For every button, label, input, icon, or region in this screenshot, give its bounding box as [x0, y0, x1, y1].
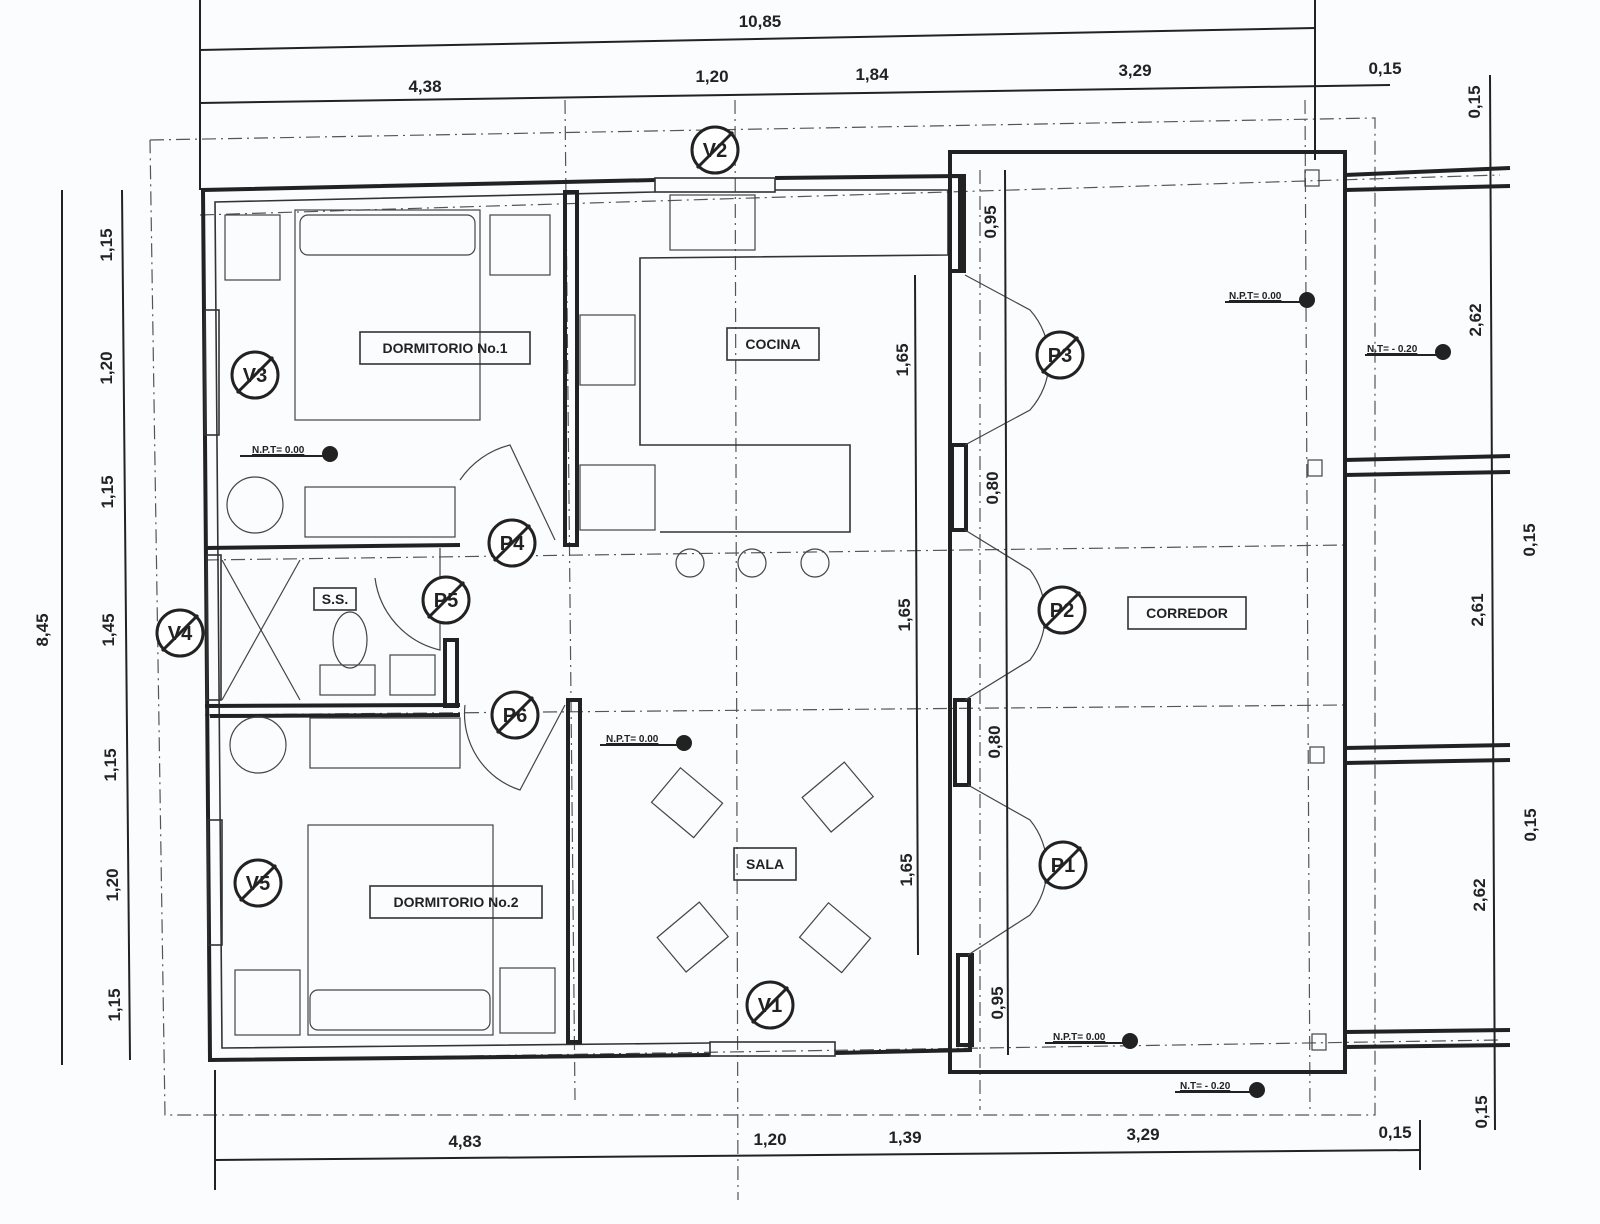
svg-text:N.T= - 0.20: N.T= - 0.20 — [1367, 344, 1418, 355]
axis-lines — [149, 99, 1501, 1201]
dim-inner-right: 0,95 — [981, 205, 1000, 238]
dim-top: 3,29 — [1118, 61, 1151, 80]
dim-far-right: 0,15 — [1520, 523, 1539, 556]
dim-bottom: 1,39 — [888, 1128, 921, 1147]
dim-inner-right: 1,65 — [895, 598, 914, 631]
window-tag: V4 — [155, 608, 205, 658]
dimension-lines — [61, 0, 1496, 1190]
dim-far-right: 2,62 — [1470, 878, 1489, 911]
level-marker: N.T= - 0.20 — [1175, 1081, 1265, 1098]
door-swings — [374, 274, 1050, 956]
window-tag: V2 — [690, 125, 740, 175]
dim-left-total: 8,45 — [33, 613, 52, 646]
tag-label: P2 — [1050, 600, 1074, 622]
dim-left: 1,20 — [103, 868, 122, 901]
dim-left: 1,45 — [99, 613, 118, 646]
door-tag: P3 — [1035, 330, 1085, 380]
dim-inner-right: 0,80 — [985, 725, 1004, 758]
dim-left: 1,15 — [97, 228, 116, 261]
door-tag: P1 — [1038, 840, 1088, 890]
bed-2 — [307, 824, 494, 1036]
dim-top: 1,20 — [695, 67, 728, 86]
svg-text:N.P.T= 0.00: N.P.T= 0.00 — [252, 445, 305, 456]
room-dormitorio-2: DORMITORIO No.2 — [394, 894, 519, 910]
tag-label: V1 — [758, 995, 782, 1017]
stove — [579, 314, 636, 386]
dim-total: 10,85 — [739, 12, 782, 31]
tag-label: P6 — [503, 705, 527, 727]
window-tag: V5 — [233, 858, 283, 908]
tag-label: P1 — [1051, 855, 1075, 877]
dim-inner-right: 0,80 — [983, 471, 1002, 504]
dim-bottom: 3,29 — [1126, 1125, 1159, 1144]
dim-far-right: 2,62 — [1466, 303, 1485, 336]
level-marker: N.P.T= 0.00 — [240, 445, 338, 462]
dim-far-right: 0,15 — [1521, 808, 1540, 841]
room-dormitorio-1: DORMITORIO No.1 — [383, 340, 508, 356]
lavatory — [389, 654, 436, 696]
dim-bottom: 1,20 — [753, 1130, 786, 1149]
door-tag: P5 — [421, 575, 471, 625]
tag-label: P3 — [1048, 345, 1072, 367]
svg-text:N.T= - 0.20: N.T= - 0.20 — [1180, 1081, 1231, 1092]
dim-left: 1,15 — [105, 988, 124, 1021]
svg-text:N.P.T= 0.00: N.P.T= 0.00 — [606, 734, 659, 745]
dim-far-right: 0,15 — [1465, 85, 1484, 118]
dim-bottom: 0,15 — [1378, 1123, 1411, 1142]
dim-inner-right: 1,65 — [897, 853, 916, 886]
dim-left: 1,15 — [101, 748, 120, 781]
window-openings — [204, 177, 836, 1057]
toilet — [332, 611, 368, 669]
furniture — [221, 194, 875, 1036]
tag-label: V2 — [703, 140, 727, 162]
dim-left: 1,15 — [98, 475, 117, 508]
dim-bottom: 4,83 — [448, 1132, 481, 1151]
level-marker: N.P.T= 0.00 — [1045, 1032, 1138, 1049]
level-marker: N.P.T= 0.00 — [600, 734, 692, 751]
dim-top: 4,38 — [408, 77, 441, 96]
door-tag: P2 — [1037, 585, 1087, 635]
bed-1 — [294, 209, 481, 421]
svg-text:N.P.T= 0.00: N.P.T= 0.00 — [1053, 1032, 1106, 1043]
svg-text:N.P.T= 0.00: N.P.T= 0.00 — [1229, 291, 1282, 302]
tag-label: V5 — [246, 873, 270, 895]
dim-top: 0,15 — [1368, 59, 1401, 78]
level-markers: N.P.T= 0.00 N.P.T= 0.00 N.T= - 0.20 N.P.… — [240, 291, 1451, 1098]
door-tag: P6 — [490, 690, 540, 740]
dim-far-right: 2,61 — [1468, 593, 1487, 626]
room-ss: S.S. — [322, 591, 348, 607]
tag-label: V3 — [243, 365, 267, 387]
dim-left: 1,20 — [97, 351, 116, 384]
window-tag: V3 — [230, 350, 280, 400]
dim-far-right: 0,15 — [1472, 1095, 1491, 1128]
room-sala: SALA — [746, 856, 784, 872]
room-labels: DORMITORIO No.1 COCINA S.S. CORREDOR SAL… — [313, 327, 1247, 919]
tag-label: P5 — [434, 590, 458, 612]
dimension-labels: 10,85 4,38 1,20 1,84 3,29 0,15 4,83 1,20… — [33, 12, 1540, 1151]
window-tag: V1 — [745, 980, 795, 1030]
door-tag: P4 — [487, 518, 537, 568]
room-cocina: COCINA — [745, 336, 800, 352]
tag-label: P4 — [500, 533, 525, 555]
level-marker: N.P.T= 0.00 — [1225, 291, 1315, 308]
kitchen-sink — [669, 194, 756, 251]
room-corredor: CORREDOR — [1146, 605, 1228, 621]
dim-top: 1,84 — [855, 65, 889, 84]
level-marker: N.T= - 0.20 — [1365, 344, 1451, 360]
walls — [200, 150, 1511, 1074]
tag-label: V4 — [168, 623, 193, 645]
dim-inner-right: 1,65 — [893, 343, 912, 376]
dim-inner-right: 0,95 — [988, 986, 1007, 1019]
